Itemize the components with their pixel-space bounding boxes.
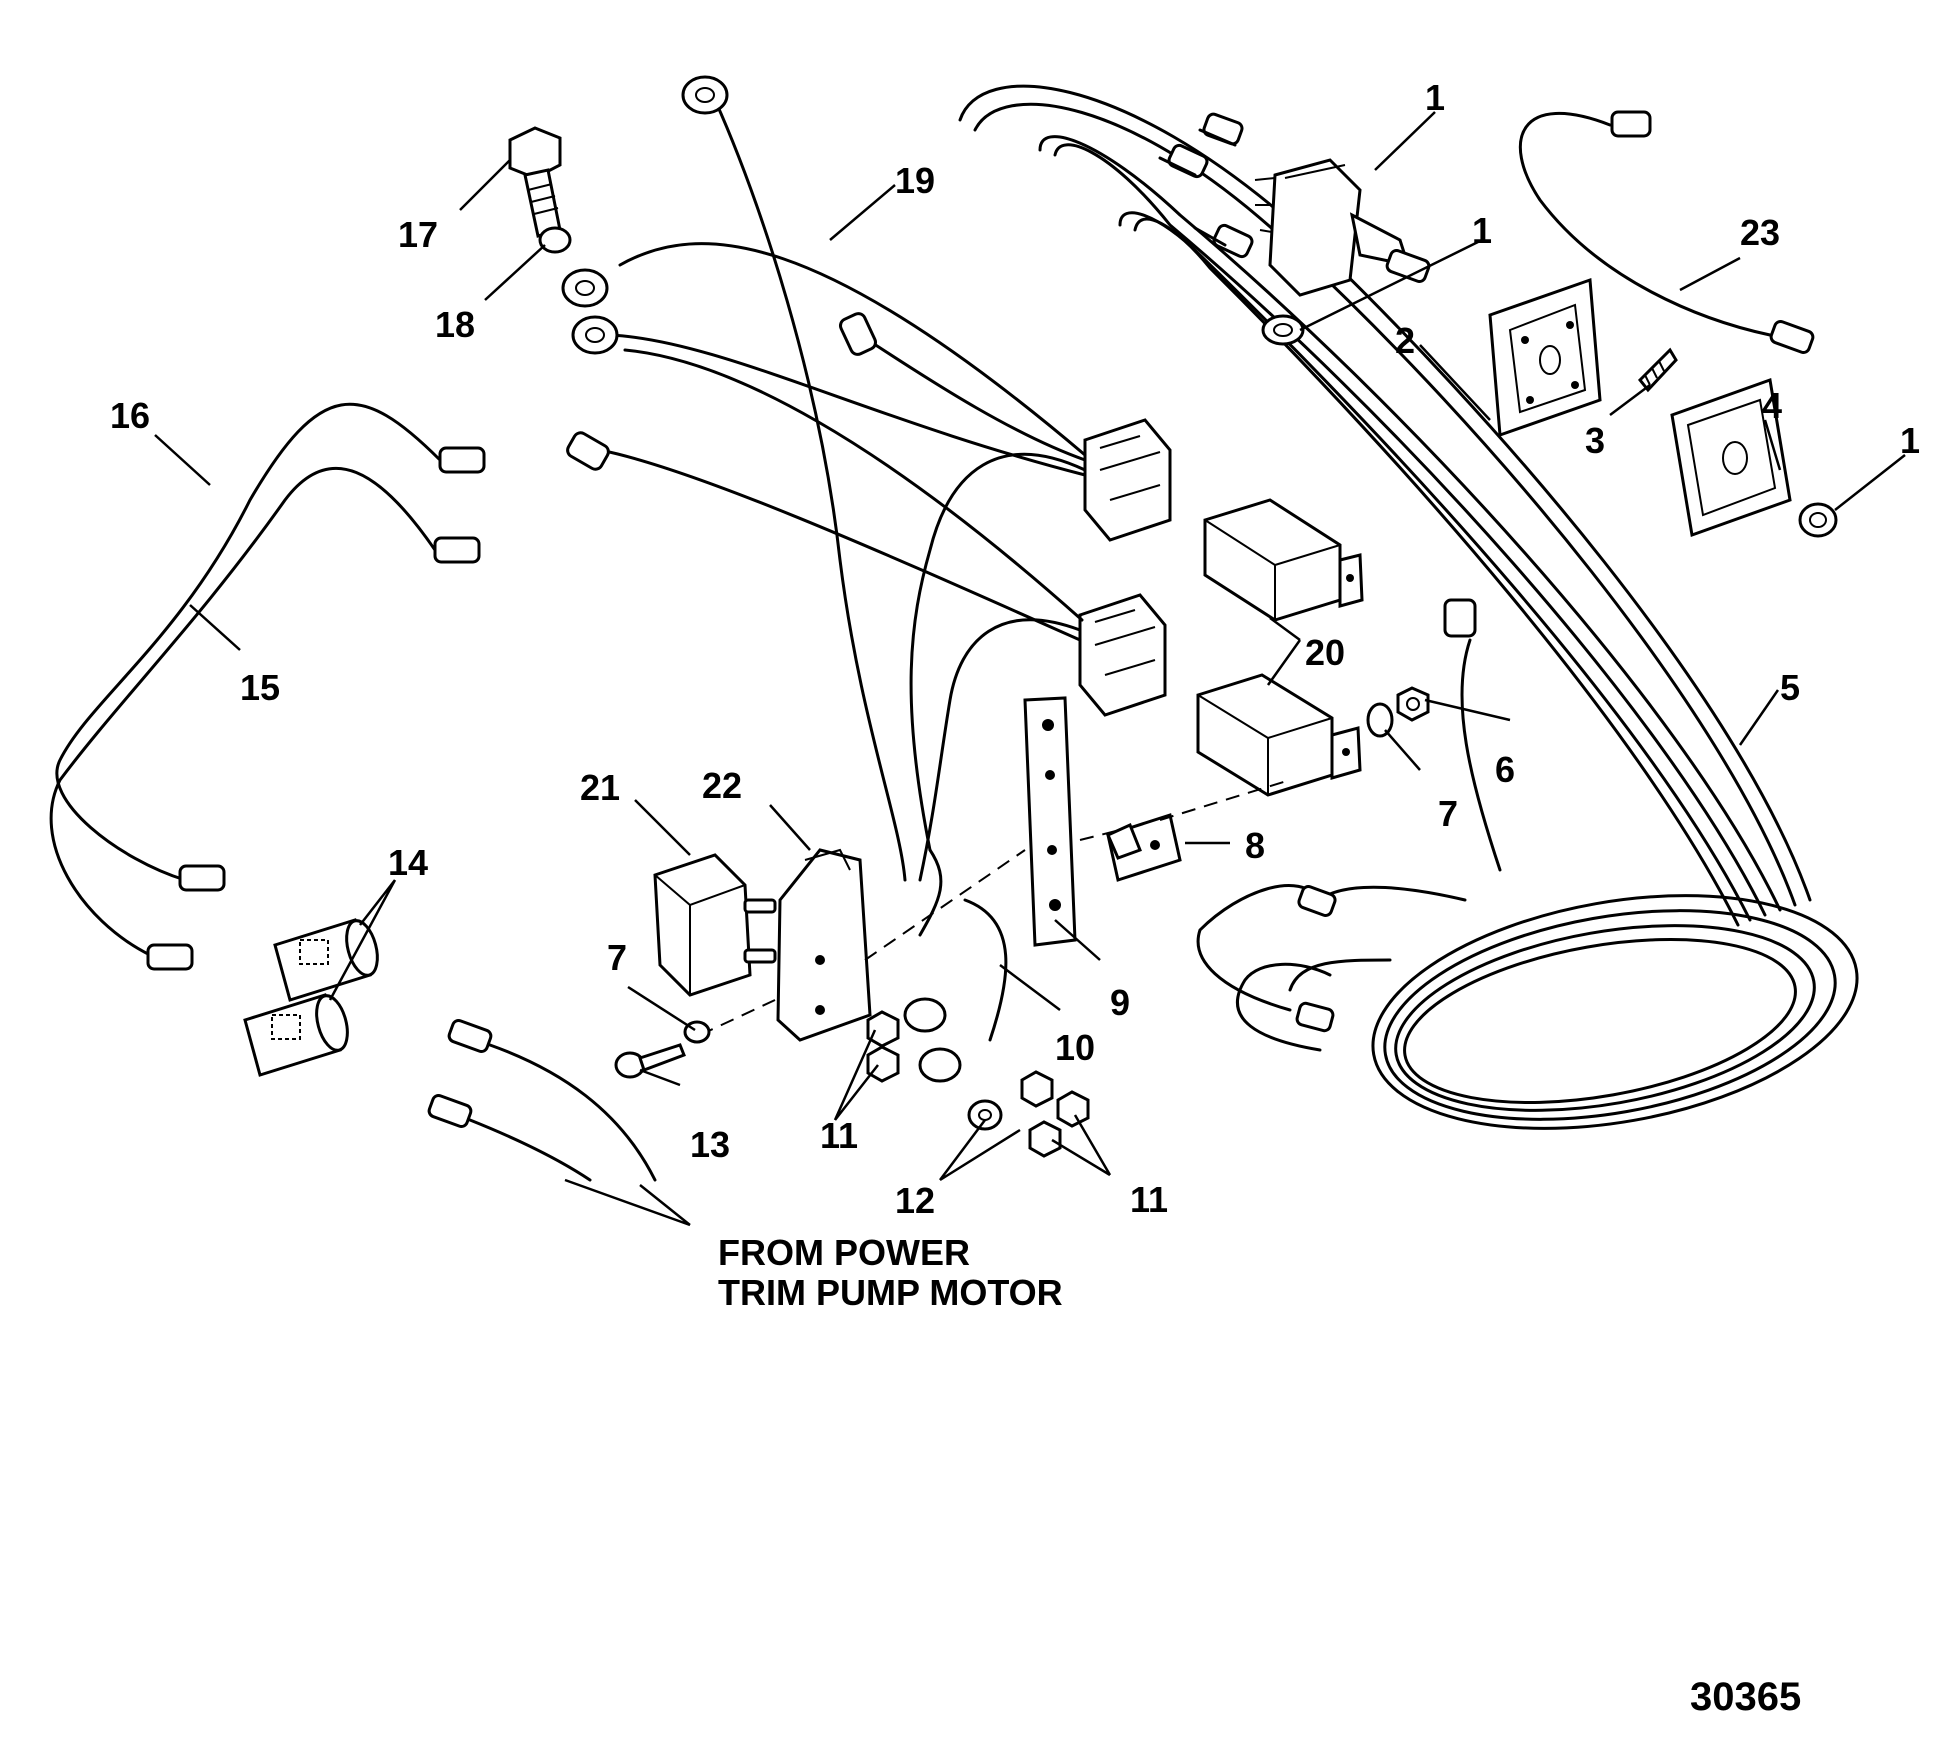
callout-3: 3 bbox=[1585, 420, 1605, 461]
callout-2: 2 bbox=[1395, 320, 1415, 361]
callout-labels: 1 1 2 3 4 1 23 19 17 18 16 15 20 6 7 8 5… bbox=[110, 77, 1920, 1221]
washer-7-right bbox=[1366, 702, 1394, 738]
gasket-4 bbox=[1670, 377, 1792, 538]
washer-18 bbox=[538, 226, 572, 254]
hex-nuts-11-left bbox=[866, 1010, 900, 1083]
callout-8: 8 bbox=[1245, 825, 1265, 866]
callout-11-left: 11 bbox=[820, 1115, 858, 1156]
callout-19: 19 bbox=[895, 160, 935, 201]
long-lead-ring bbox=[681, 75, 907, 882]
connector-upper bbox=[1083, 418, 1172, 542]
toggle-switch bbox=[1254, 158, 1431, 297]
callout-1-nut-right: 1 bbox=[1900, 420, 1920, 461]
callout-11-right: 11 bbox=[1130, 1179, 1168, 1220]
alignment-dashes bbox=[699, 779, 1291, 1036]
callout-1-nut-top: 1 bbox=[1472, 210, 1492, 251]
callout-13: 13 bbox=[690, 1124, 730, 1165]
mounting-bracket-22 bbox=[776, 848, 872, 1042]
callout-5: 5 bbox=[1780, 667, 1800, 708]
callout-6: 6 bbox=[1495, 749, 1515, 790]
screw-13 bbox=[614, 1043, 686, 1079]
main-harness-coil bbox=[958, 84, 1859, 1130]
callout-7-right: 7 bbox=[1438, 793, 1458, 834]
heat-shrink-sleeve-lower bbox=[243, 993, 349, 1077]
note-line-2: TRIM PUMP MOTOR bbox=[718, 1272, 1063, 1313]
callout-18: 18 bbox=[435, 304, 475, 345]
screw-3 bbox=[1637, 347, 1678, 393]
lead-15 bbox=[49, 466, 481, 971]
harness-19 bbox=[561, 242, 1087, 882]
hex-nuts-11-right bbox=[1020, 1070, 1090, 1158]
note-line-1: FROM POWER bbox=[718, 1232, 970, 1273]
callout-16: 16 bbox=[110, 395, 150, 436]
washer-12 bbox=[967, 1099, 1003, 1131]
callout-9: 9 bbox=[1110, 982, 1130, 1023]
figure-number: 30365 bbox=[1690, 1675, 1801, 1719]
callout-4: 4 bbox=[1762, 385, 1782, 426]
connector-lower bbox=[1078, 593, 1167, 717]
callout-14: 14 bbox=[388, 842, 428, 883]
callout-22: 22 bbox=[702, 765, 742, 806]
relay-lower bbox=[1196, 673, 1362, 797]
angle-bracket-8 bbox=[1106, 813, 1182, 882]
callout-21: 21 bbox=[580, 767, 620, 808]
hex-nut-1-top bbox=[1261, 314, 1305, 346]
callout-20: 20 bbox=[1305, 632, 1345, 673]
trim-pump-motor-leads bbox=[427, 1019, 657, 1182]
lead-16 bbox=[55, 402, 486, 892]
callout-10: 10 bbox=[1055, 1027, 1095, 1068]
relay-upper bbox=[1203, 498, 1364, 622]
circuit-breaker-21 bbox=[653, 853, 777, 997]
bracket-9 bbox=[1023, 696, 1077, 947]
callout-1-switch: 1 bbox=[1425, 77, 1445, 118]
bolt-17 bbox=[508, 126, 562, 238]
switch-wire-terminals bbox=[1158, 112, 1254, 259]
callout-17: 17 bbox=[398, 214, 438, 255]
callout-7-left: 7 bbox=[607, 937, 627, 978]
leader-lines bbox=[154, 111, 1906, 1227]
callout-15: 15 bbox=[240, 667, 280, 708]
heat-shrink-sleeve-upper bbox=[273, 918, 379, 1002]
nut-6 bbox=[1396, 686, 1430, 722]
hex-nut-1-right bbox=[1798, 502, 1838, 538]
mounting-plate-2 bbox=[1488, 277, 1602, 438]
callout-23: 23 bbox=[1740, 212, 1780, 253]
lead-23 bbox=[1518, 110, 1815, 354]
callout-12: 12 bbox=[895, 1180, 935, 1221]
ring-terminals-10 bbox=[903, 848, 1008, 1083]
